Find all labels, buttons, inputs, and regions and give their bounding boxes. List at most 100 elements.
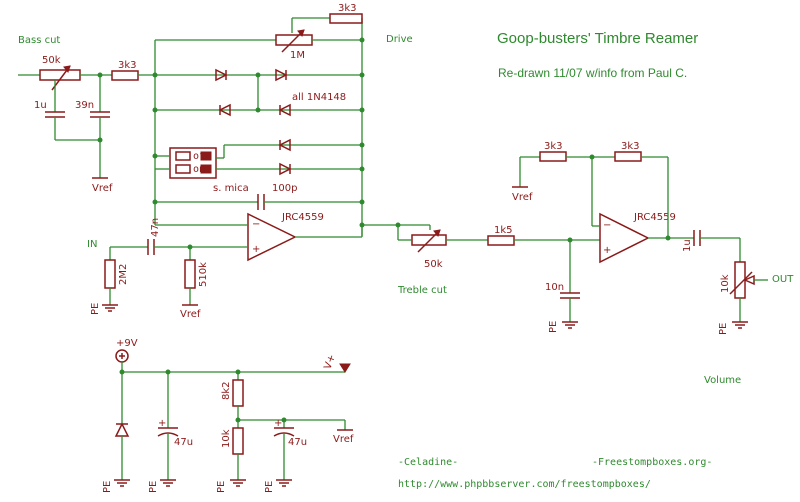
resistor-3k3-in-value: 3k3 [118, 60, 137, 71]
opamp-1 [247, 212, 297, 262]
treble-cut-label: Treble cut [397, 285, 447, 296]
junction-dot [152, 72, 158, 78]
opamp-1-label: JRC4559 [281, 212, 324, 223]
junction-dot [187, 244, 193, 250]
resistor-3k3-top-value: 3k3 [338, 3, 357, 14]
opamp-2-label: JRC4559 [633, 212, 676, 223]
schematic-title: Goop-busters' Timbre Reamer [497, 30, 698, 47]
credit-left: -Celadine- [398, 457, 458, 468]
resistor-1k5-value: 1k5 [494, 225, 513, 236]
vplus-arrow [339, 363, 351, 373]
cap-47u-b-plate [273, 432, 295, 437]
junction-dot [359, 107, 365, 113]
pe-label: PE [548, 321, 559, 333]
drive-label: Drive [386, 34, 413, 45]
opamp-2-minus: − [603, 220, 611, 231]
junction-dot [152, 153, 158, 159]
junction-dot [359, 142, 365, 148]
vref-label: Vref [512, 192, 533, 203]
vref-label: Vref [92, 183, 113, 194]
resistor-1k5 [487, 235, 515, 246]
cap-47n-value: 47n [150, 218, 161, 237]
volume-label: Volume [704, 375, 741, 386]
resistor-3k3-top [329, 13, 363, 24]
junction-dot [97, 72, 103, 78]
resistor-2m2 [104, 259, 116, 289]
cap-1u-value: 1u [34, 100, 47, 111]
resistor-3k3-in [111, 70, 139, 81]
pe-label: PE [102, 481, 113, 493]
cap-10n-value: 10n [545, 282, 564, 293]
resistor-3k3-a-value: 3k3 [544, 141, 563, 152]
junction-dot [152, 199, 158, 205]
cap-47u-a-plate [157, 432, 179, 437]
opamp-1-plus: + [252, 244, 260, 255]
switch-on-pos [175, 164, 191, 174]
opamp-1-minus: − [252, 219, 260, 230]
resistor-8k2-value: 8k2 [221, 381, 232, 400]
volume-pot-value: 10k [720, 274, 731, 293]
resistor-10k-value: 10k [221, 429, 232, 448]
cap-1u-out-value: 1u [682, 239, 693, 252]
junction-dot [255, 72, 261, 78]
treble-pot-arrowhead [433, 229, 441, 238]
pe-label: PE [718, 323, 729, 335]
switch-on-label: on [193, 164, 205, 175]
bass-pot-value: 50k [42, 55, 61, 66]
diode-4 [278, 103, 291, 117]
schematic-subtitle: Re-drawn 11/07 w/info from Paul C. [498, 66, 687, 80]
cap-47u-b-value: 47u [288, 437, 307, 448]
junction-dot [359, 72, 365, 78]
opamp-2 [599, 212, 650, 264]
output-label: OUT [772, 274, 794, 285]
switch-off-pos [175, 151, 191, 161]
junction-dot [97, 137, 103, 143]
zener-diode [114, 422, 130, 437]
junction-dot [359, 37, 365, 43]
junction-dot [665, 235, 671, 241]
diode-5 [278, 138, 291, 152]
switch-box [169, 147, 217, 179]
pe-label: PE [264, 481, 275, 493]
diode-3 [218, 103, 231, 117]
diode-type-label: all 1N4148 [292, 92, 346, 103]
diode-6 [279, 162, 292, 176]
resistor-2m2-value: 2M2 [118, 264, 129, 285]
drive-pot-value: 1M [290, 50, 305, 61]
switch-label: s. mica [213, 183, 249, 194]
junction-dot [359, 166, 365, 172]
bass-pot-arrowhead [63, 65, 71, 74]
resistor-3k3-b [614, 151, 642, 162]
junction-dot [152, 107, 158, 113]
pe-label: PE [148, 481, 159, 493]
pe-label: PE [216, 481, 227, 493]
resistor-3k3-a [539, 151, 567, 162]
vref-label: Vref [333, 434, 354, 445]
switch-lever [200, 151, 212, 161]
cap-100p-value: 100p [272, 183, 297, 194]
supply-label: +9V [116, 338, 138, 349]
resistor-10k [232, 427, 244, 455]
vref-label: Vref [180, 309, 201, 320]
drive-pot-arrowhead [297, 29, 305, 38]
volume-pot-arrow [729, 271, 753, 295]
junction-dot [359, 199, 365, 205]
resistor-3k3-b-value: 3k3 [621, 141, 640, 152]
opamp-2-plus: + [603, 245, 611, 256]
resistor-510k [184, 259, 196, 289]
cap-39n-value: 39n [75, 100, 94, 111]
cap-47u-b-polarity: + [274, 418, 282, 429]
cap-47u-a-value: 47u [174, 437, 193, 448]
resistor-8k2 [232, 379, 244, 407]
diode-2 [275, 68, 288, 82]
input-label: IN [87, 239, 97, 250]
cap-47u-a-polarity: + [158, 418, 166, 429]
pe-label: PE [90, 303, 101, 315]
switch-lever [200, 164, 212, 174]
bass-cut-label: Bass cut [18, 35, 60, 46]
credit-right: -Freestompboxes.org- [592, 457, 712, 468]
footer-url: http://www.phpbbserver.com/freestompboxe… [398, 479, 651, 490]
resistor-510k-value: 510k [198, 262, 209, 287]
